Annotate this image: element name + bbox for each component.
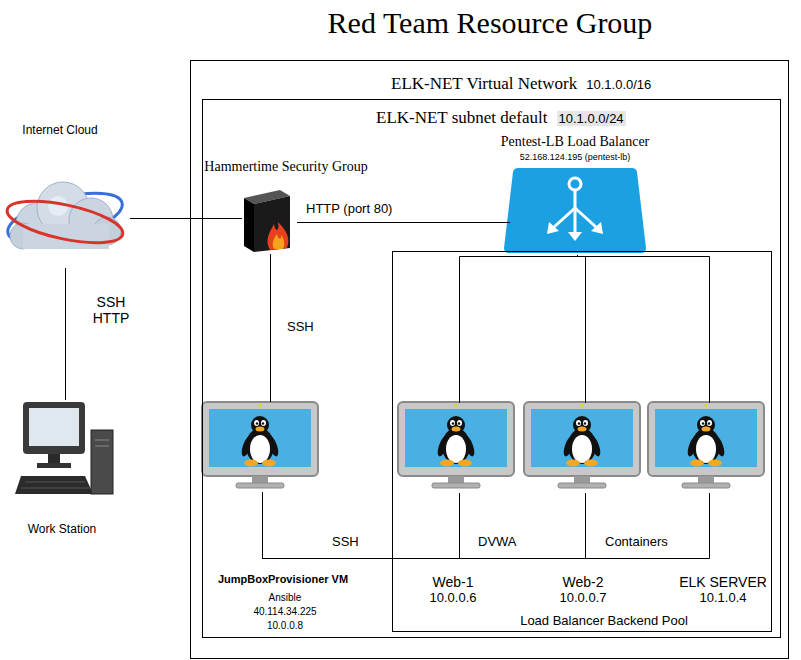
ip-address: 52.168.124.195 (pentest-lb) xyxy=(520,152,631,162)
connection-note: Containers xyxy=(605,534,668,549)
network-link xyxy=(263,492,460,559)
vm-monitor: Web-210.0.0.7 xyxy=(525,403,645,493)
workstation: Work Station xyxy=(15,400,115,505)
link-label: SSH HTTP xyxy=(86,294,136,326)
node-label: Work Station xyxy=(28,522,96,536)
node-label: ELK SERVER xyxy=(679,574,767,590)
network-link xyxy=(578,255,710,403)
cloud-illustration xyxy=(3,182,127,253)
link-label: HTTP (port 80) xyxy=(304,201,394,216)
load-balancer: Pentest-LB Load Balancer52.168.124.195 (… xyxy=(506,170,648,255)
group-label: Load Balancer Backend Pool xyxy=(520,613,688,628)
security-group-firewall: Hammertime Security Group xyxy=(242,190,297,254)
node-label: Web-2 xyxy=(563,574,604,590)
network-link xyxy=(65,268,66,400)
virtual-network-box: ELK-NET Virtual Network10.1.0.0/16ELK-NE… xyxy=(190,60,789,659)
vm-monitors xyxy=(202,402,764,488)
firewall-illustration xyxy=(244,190,290,252)
address-range: 10.1.0.0/24 xyxy=(557,111,626,126)
network-link xyxy=(460,255,578,403)
network-link xyxy=(297,222,510,223)
link-label: SSH xyxy=(285,319,316,334)
network-link xyxy=(263,492,710,559)
ip-address: 10.0.0.6 xyxy=(430,590,477,605)
vm-monitor: Web-110.0.0.6 xyxy=(399,403,519,493)
node-label: Pentest-LB Load Balancer xyxy=(501,134,650,150)
vm-monitor: JumpBoxProvisioner VMAnsible40.114.34.22… xyxy=(202,402,322,492)
internet-cloud: Internet Cloud xyxy=(0,168,130,268)
node-label: JumpBoxProvisioner VM xyxy=(218,573,348,585)
network-link xyxy=(270,254,271,402)
header-row: ELK-NET subnet default 10.1.0.0/24 xyxy=(376,108,626,128)
ip-address: 10.0.0.7 xyxy=(560,590,607,605)
ip-address: 10.0.0.8 xyxy=(267,620,303,631)
vm-monitor: ELK SERVER10.1.0.4 xyxy=(649,403,769,493)
network-link xyxy=(263,492,586,559)
link-label: SSH xyxy=(330,534,361,549)
node-label: Web-1 xyxy=(433,574,474,590)
address-range: 10.1.0.0/16 xyxy=(586,77,651,92)
node-label: Internet Cloud xyxy=(22,123,97,137)
header-row: ELK-NET Virtual Network 10.1.0.0/16 xyxy=(391,74,651,94)
vm-role: Ansible xyxy=(269,592,302,603)
workstation-illustration xyxy=(15,402,113,494)
ip-address: 10.1.0.4 xyxy=(700,590,747,605)
backend-pool-box: Load Balancer Backend PoolWeb-110.0.0.6W… xyxy=(392,251,772,632)
network-link xyxy=(578,255,586,403)
network-name: ELK-NET Virtual Network xyxy=(391,74,577,94)
connection-note: DVWA xyxy=(478,534,517,549)
subnet-box: ELK-NET subnet default 10.1.0.0/24Hammert… xyxy=(202,99,781,638)
ip-address: 40.114.34.225 xyxy=(253,606,316,617)
load-balancer-illustration xyxy=(504,168,646,253)
diagram-title: Red Team Resource Group xyxy=(190,6,790,41)
node-label: Hammertime Security Group xyxy=(204,159,367,175)
subnet-name: ELK-NET subnet default xyxy=(376,108,548,128)
network-link xyxy=(130,218,242,219)
